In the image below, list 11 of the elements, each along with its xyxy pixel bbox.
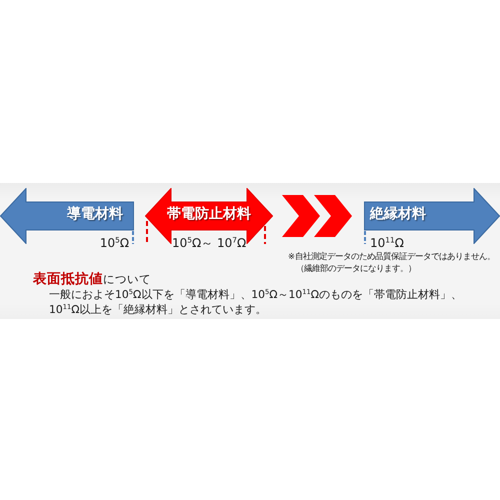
chevron-arrow: [282, 195, 352, 237]
description-text: 一般におよそ10$^{5}$Ω以下を「導電材料」、10$^{5}$Ω～10$^{11}$Ωのものを「帯電防止材料」、10$^{11}$Ω以上を「絶縁材料」とされています。: [49, 287, 464, 317]
arrow-label: 導電材料: [67, 206, 123, 223]
heading: 表面抵抗値について: [33, 271, 151, 288]
resistance-value: 10$^{11}$Ω: [370, 236, 404, 250]
arrow-label: 帯電防止材料: [167, 206, 251, 223]
resistance-value: 10$^{5}$Ω: [100, 236, 129, 250]
arrow-label: 絶縁材料: [370, 206, 426, 223]
footnote: （繊維部のデータになります。）: [296, 263, 416, 274]
footnote: ※自社測定データのため品質保証データではありません。: [288, 251, 495, 262]
resistance-value: 10$^{5}$Ω～ 10$^{7}$Ω: [172, 236, 246, 250]
